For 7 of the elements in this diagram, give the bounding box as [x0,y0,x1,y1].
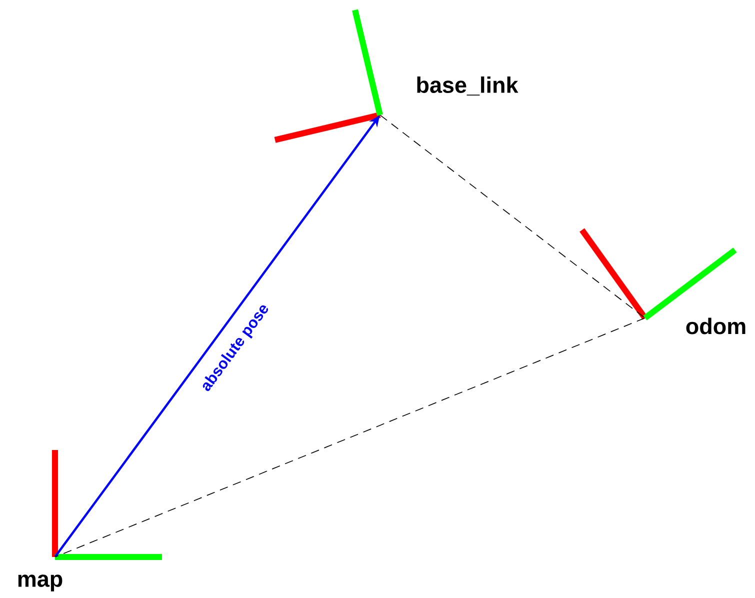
coordinate-frame-drawing [52,450,162,560]
frame-label: odom [686,318,746,334]
coordinate-frame-drawing [274,9,383,143]
dashed-line [54,318,646,558]
frame-label: map [18,574,62,592]
frame-label: base_link [417,76,518,96]
dashed-line [380,114,646,318]
